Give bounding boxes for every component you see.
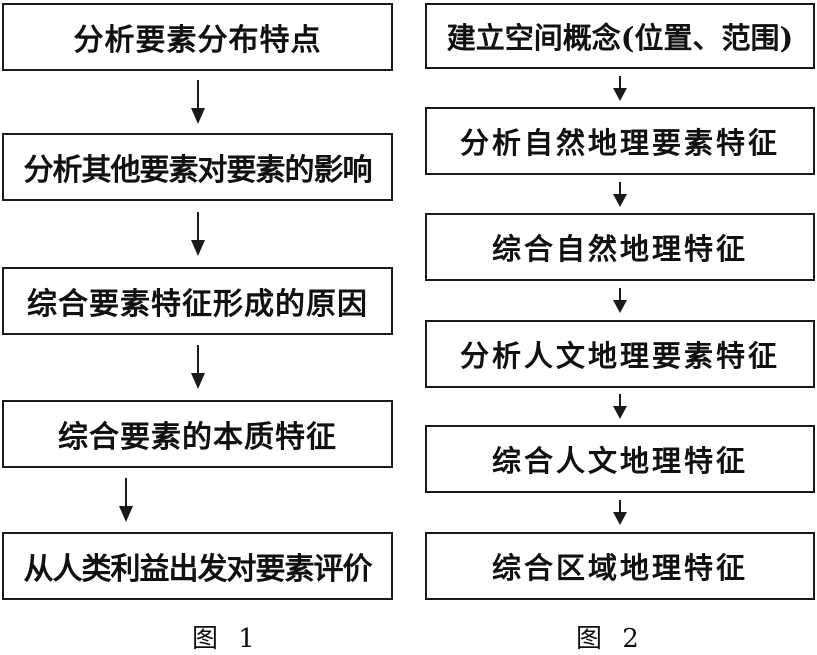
- down-arrow-icon: [191, 345, 205, 389]
- fig2-step-1: 建立空间概念(位置、范围): [425, 3, 815, 69]
- figure-2-caption: 图 2: [576, 624, 645, 654]
- down-arrow-icon: [191, 80, 205, 124]
- fig2-step-4: 分析人文地理要素特征: [425, 320, 815, 388]
- fig1-step-3-label: 综合要素特征形成的原因: [27, 287, 368, 322]
- fig2-step-2-label: 分析自然地理要素特征: [459, 126, 780, 160]
- fig1-step-5-label: 从人类利益出发对要素评价: [23, 552, 373, 587]
- fig2-step-4-label: 分析人文地理要素特征: [459, 339, 780, 373]
- fig2-step-6: 综合区域地理特征: [425, 532, 815, 600]
- down-arrow-icon: [191, 212, 205, 256]
- fig2-step-2: 分析自然地理要素特征: [425, 107, 815, 175]
- fig2-step-5-label: 综合人文地理特征: [491, 444, 748, 478]
- fig1-step-2-label: 分析其他要素对要素的影响: [23, 153, 373, 188]
- fig1-step-5: 从人类利益出发对要素评价: [2, 532, 393, 600]
- down-arrow-icon: [613, 500, 627, 526]
- figure-1-caption: 图 1: [192, 624, 261, 654]
- down-arrow-icon: [613, 182, 627, 208]
- fig1-step-1: 分析要素分布特点: [2, 3, 393, 71]
- fig2-step-3: 综合自然地理特征: [425, 213, 815, 281]
- fig1-step-3: 综合要素特征形成的原因: [2, 267, 393, 335]
- fig1-step-2: 分析其他要素对要素的影响: [2, 133, 393, 201]
- fig2-step-6-label: 综合区域地理特征: [491, 551, 748, 585]
- down-arrow-icon: [119, 478, 133, 522]
- down-arrow-icon: [613, 394, 627, 420]
- fig2-step-3-label: 综合自然地理特征: [491, 232, 748, 266]
- fig1-step-4-label: 综合要素的本质特征: [58, 420, 337, 455]
- down-arrow-icon: [613, 288, 627, 314]
- down-arrow-icon: [613, 76, 627, 102]
- fig1-step-4: 综合要素的本质特征: [2, 400, 393, 468]
- fig2-step-1-label: 建立空间概念(位置、范围): [446, 21, 794, 55]
- fig2-step-5: 综合人文地理特征: [425, 425, 815, 493]
- fig1-step-1-label: 分析要素分布特点: [73, 23, 322, 58]
